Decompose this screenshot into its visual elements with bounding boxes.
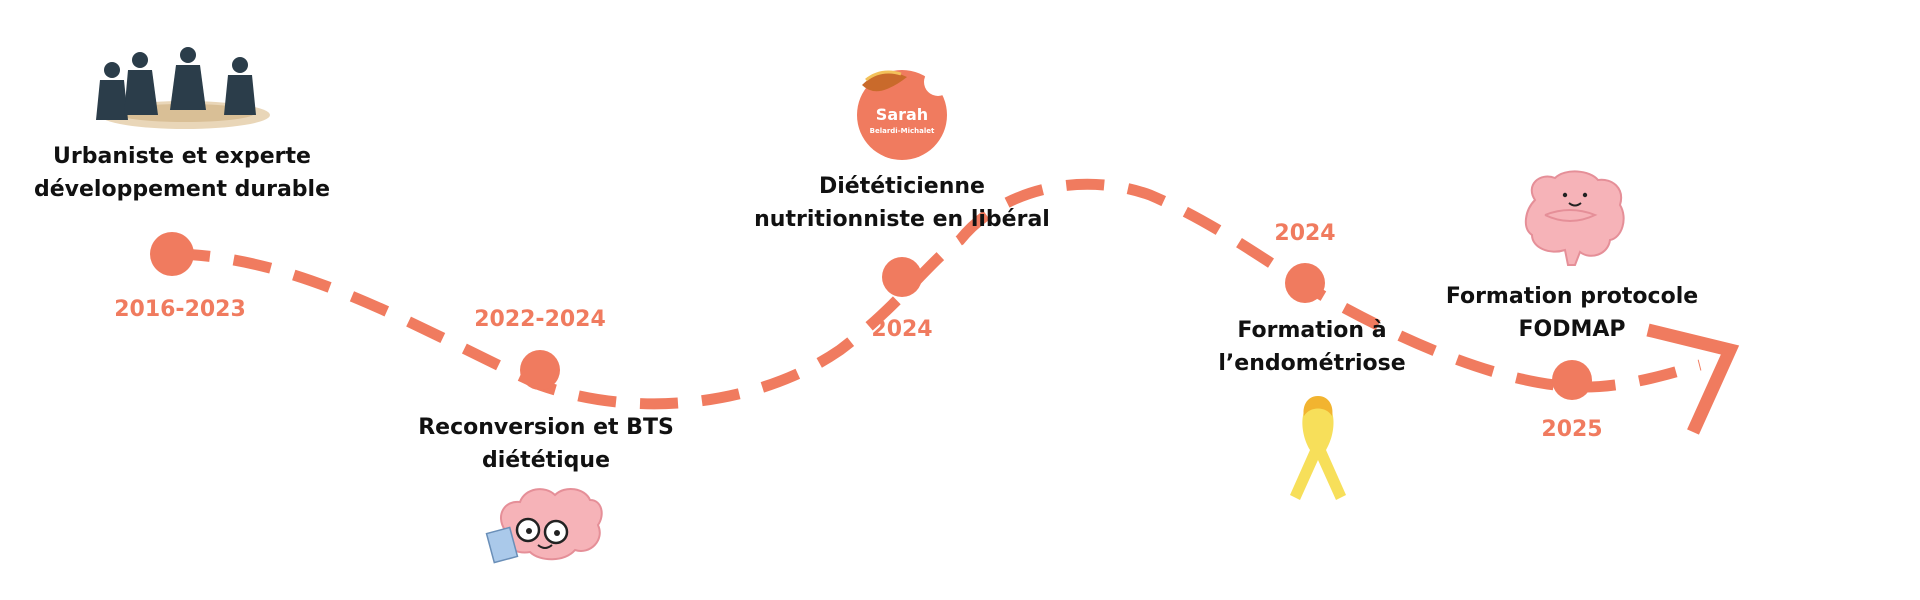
logo-name: Sarah <box>876 105 928 124</box>
milestone-title-1-line-1: Urbaniste et experte <box>53 144 311 169</box>
yellow-ribbon-icon <box>1290 396 1346 500</box>
milestone-title-4-line-1: Formation à <box>1237 318 1387 343</box>
milestone-title-1: Urbaniste et experte développement durab… <box>34 140 330 206</box>
milestone-year-1: 2016-2023 <box>114 297 246 322</box>
milestone-dot-4 <box>1285 263 1325 303</box>
milestone-dot-5 <box>1552 360 1592 400</box>
milestone-dot-3 <box>882 257 922 297</box>
milestone-dot-2 <box>520 350 560 390</box>
milestone-title-2-line-2: diététique <box>481 448 611 473</box>
milestone-year-3: 2024 <box>871 317 933 342</box>
milestone-title-3-line-2: nutritionniste en libéral <box>754 207 1050 232</box>
milestone-year-5: 2025 <box>1541 417 1603 442</box>
milestone-title-3-line-1: Diététicienne <box>819 174 985 199</box>
milestone-title-4-line-2: l’endométriose <box>1218 351 1406 376</box>
milestone-dot-1 <box>150 232 194 276</box>
milestone-title-1-line-2: développement durable <box>33 177 331 202</box>
logo-surname: Belardi-Michalet <box>870 127 935 135</box>
milestone-title-3: Diététicienne nutritionniste en libéral <box>754 170 1050 236</box>
sarah-logo: Sarah Belardi-Michalet <box>857 68 952 160</box>
arrow-head <box>1646 323 1740 435</box>
milestone-title-2-line-1: Reconversion et BTS <box>418 415 674 440</box>
meeting-team-icon <box>96 47 270 129</box>
intestine-icon <box>1524 170 1625 266</box>
brain-reading-icon <box>485 488 603 564</box>
milestone-title-5: Formation protocole FODMAP <box>1446 280 1698 346</box>
milestone-year-2: 2022-2024 <box>474 307 606 332</box>
milestone-title-2: Reconversion et BTS diététique <box>418 411 674 477</box>
milestone-year-4: 2024 <box>1274 221 1336 246</box>
milestone-title-5-line-1: Formation protocole <box>1445 284 1699 309</box>
milestone-title-5-line-2: FODMAP <box>1518 317 1626 342</box>
milestone-title-4: Formation à l’endométriose <box>1218 314 1405 380</box>
